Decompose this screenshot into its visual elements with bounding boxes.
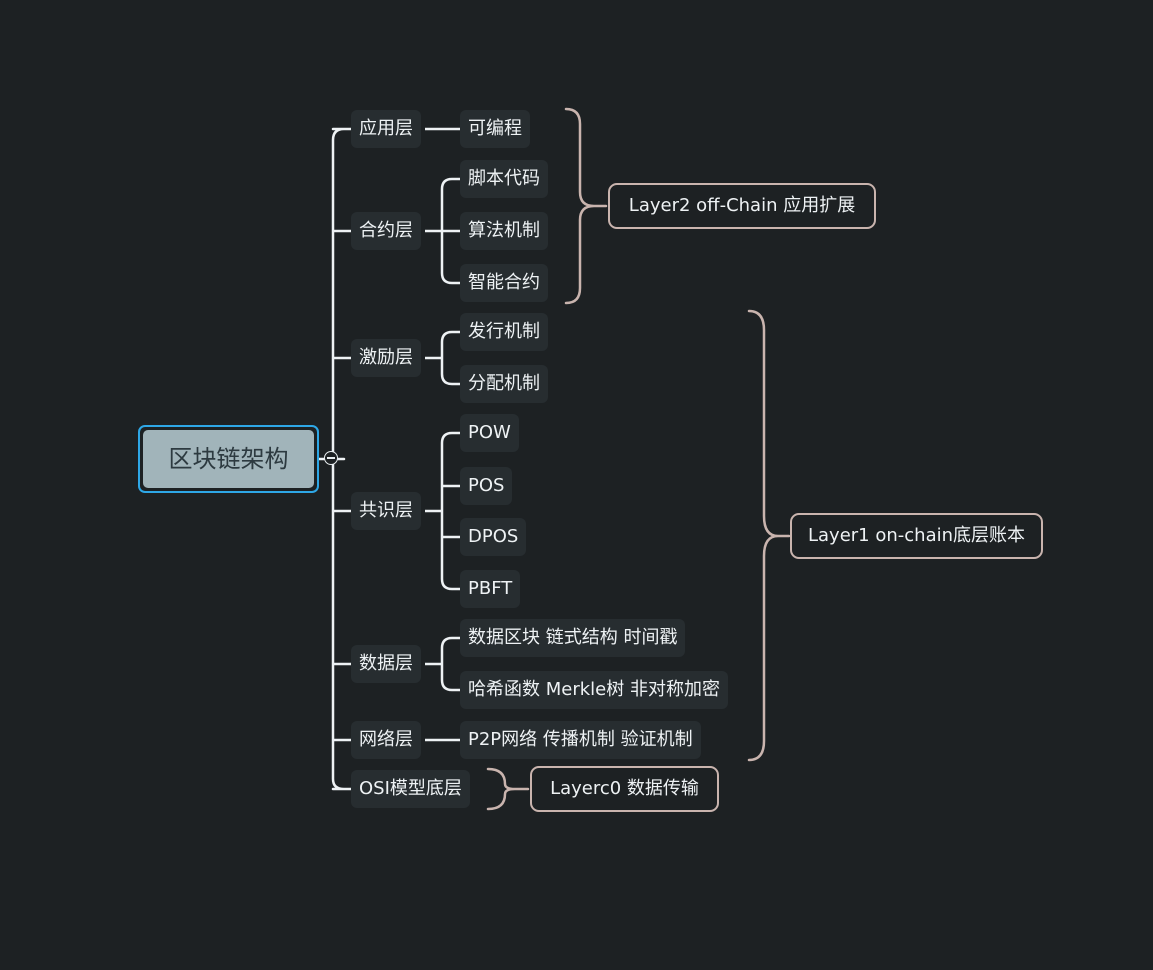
root-topic[interactable]: 区块链架构 <box>138 425 319 493</box>
connector-incentive <box>425 330 460 386</box>
summary-layer1[interactable]: Layer1 on-chain底层账本 <box>790 513 1043 559</box>
subtopic-hash-function[interactable]: 哈希函数 Merkle树 非对称加密 <box>460 671 728 709</box>
subtopic-pbft[interactable]: PBFT <box>460 570 521 608</box>
connector-consensus <box>425 431 460 591</box>
subtopic-issuance-mechanism[interactable]: 发行机制 <box>460 313 548 351</box>
collapse-toggle-icon[interactable] <box>324 451 338 465</box>
connector-root-trunk <box>317 127 353 791</box>
summary-layer0[interactable]: Layerc0 数据传输 <box>530 766 719 812</box>
summary-layer2[interactable]: Layer2 off-Chain 应用扩展 <box>608 183 876 229</box>
topic-contract-layer[interactable]: 合约层 <box>351 212 421 250</box>
connector-data <box>425 636 460 692</box>
subtopic-smart-contract[interactable]: 智能合约 <box>460 264 548 302</box>
subtopic-dpos[interactable]: DPOS <box>460 518 527 556</box>
root-topic-label: 区块链架构 <box>143 430 314 488</box>
connector-contract <box>425 177 460 285</box>
topic-osi-layer[interactable]: OSI模型底层 <box>351 770 470 808</box>
subtopic-algorithm-mechanism[interactable]: 算法机制 <box>460 212 548 250</box>
subtopic-script-code[interactable]: 脚本代码 <box>460 160 548 198</box>
subtopic-p2p-network[interactable]: P2P网络 传播机制 验证机制 <box>460 721 701 759</box>
topic-application-layer[interactable]: 应用层 <box>351 110 421 148</box>
subtopic-pos[interactable]: POS <box>460 467 513 505</box>
summary-brace-layer2 <box>564 107 608 305</box>
summary-brace-layer0 <box>486 767 530 811</box>
topic-consensus-layer[interactable]: 共识层 <box>351 492 421 530</box>
subtopic-programmable[interactable]: 可编程 <box>460 110 530 148</box>
topic-data-layer[interactable]: 数据层 <box>351 645 421 683</box>
summary-brace-layer1 <box>747 309 791 762</box>
subtopic-pow[interactable]: POW <box>460 414 519 452</box>
topic-incentive-layer[interactable]: 激励层 <box>351 339 421 377</box>
topic-network-layer[interactable]: 网络层 <box>351 721 421 759</box>
subtopic-data-block[interactable]: 数据区块 链式结构 时间戳 <box>460 619 686 657</box>
subtopic-distribution-mechanism[interactable]: 分配机制 <box>460 365 548 403</box>
